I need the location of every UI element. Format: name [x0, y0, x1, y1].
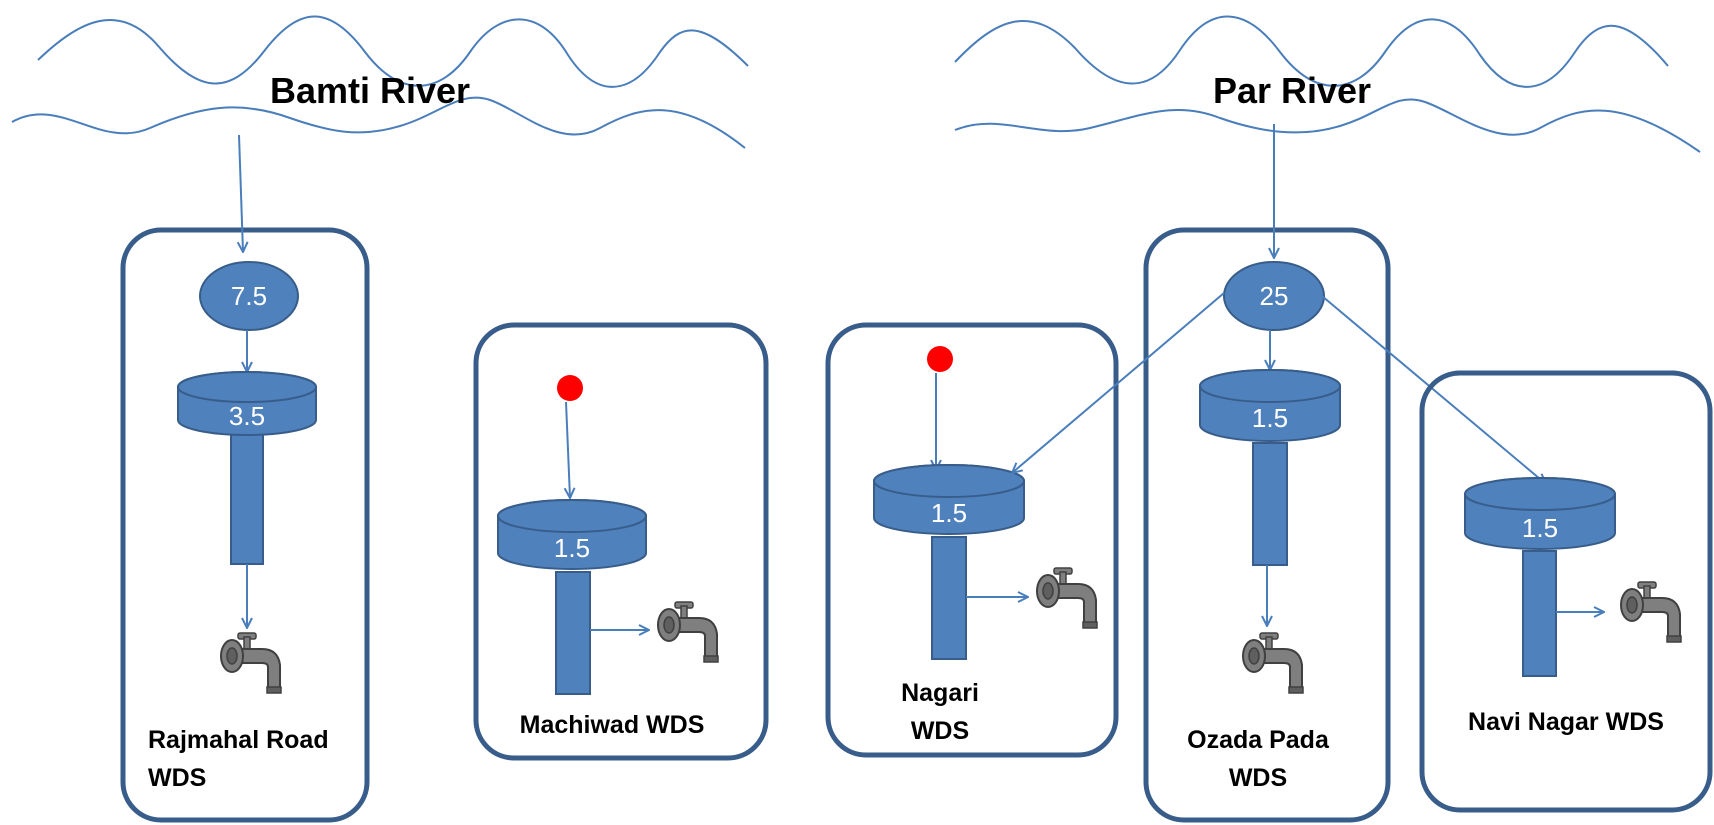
wds-box [473, 322, 769, 761]
tank-value: 3.5 [229, 401, 265, 431]
wds-label: Ozada Pada [1187, 726, 1330, 754]
river-wave-top [954, 15, 1669, 88]
tank-stem [931, 536, 967, 660]
bamti-river: Bamti River [11, 15, 749, 149]
river-wave-bottom [11, 96, 746, 149]
faucet-icon [1620, 581, 1682, 643]
flow-arrow [239, 134, 243, 252]
wds-label: WDS [1229, 764, 1287, 792]
par-river: Par River [954, 15, 1701, 153]
source-point [557, 375, 583, 401]
flow-arrow [1321, 295, 1546, 484]
flow-arrow [1012, 292, 1225, 473]
wds-nagari: 1.5 Nagari WDS [825, 322, 1119, 758]
wds-label: WDS [148, 764, 206, 792]
source-node [1223, 261, 1325, 331]
tank-stem [230, 429, 264, 565]
source-value: 7.5 [231, 281, 267, 311]
river-name: Bamti River [270, 70, 470, 111]
tank-stem [555, 571, 591, 695]
wds-label: WDS [911, 717, 969, 745]
wds-ozada-pada: 25 1.5 Ozada Pada WDS [1012, 124, 1546, 823]
wds-label: Rajmahal Road [148, 726, 329, 754]
faucet-icon [1036, 567, 1098, 629]
tank-value: 1.5 [1522, 513, 1558, 543]
tank-value: 1.5 [1252, 403, 1288, 433]
flow-arrow [566, 401, 570, 498]
source-value: 25 [1260, 281, 1289, 311]
source-node [199, 261, 299, 331]
river-wave-top [37, 15, 749, 88]
faucet-icon [220, 632, 282, 694]
faucet-icon [657, 601, 719, 663]
wds-label: Nagari [901, 679, 979, 707]
wds-box [825, 322, 1119, 758]
wds-machiwad: 1.5 Machiwad WDS [473, 322, 769, 761]
wds-navi-nagar: 1.5 Navi Nagar WDS [1419, 370, 1713, 813]
source-point [927, 346, 953, 372]
river-wave-bottom [954, 98, 1701, 153]
wds-rajmahal-road: 7.5 3.5 Rajmahal Road WDS [120, 134, 370, 823]
wds-label: Navi Nagar WDS [1468, 708, 1664, 736]
wds-label: Machiwad WDS [520, 711, 705, 739]
tank-value: 1.5 [554, 533, 590, 563]
river-name: Par River [1213, 70, 1371, 111]
wds-box [1419, 370, 1713, 813]
tank-stem [1252, 442, 1288, 566]
wds-box [1143, 227, 1391, 823]
tank-stem [1522, 550, 1557, 677]
wds-box [120, 227, 370, 823]
faucet-icon [1242, 632, 1304, 694]
tank-value: 1.5 [931, 498, 967, 528]
